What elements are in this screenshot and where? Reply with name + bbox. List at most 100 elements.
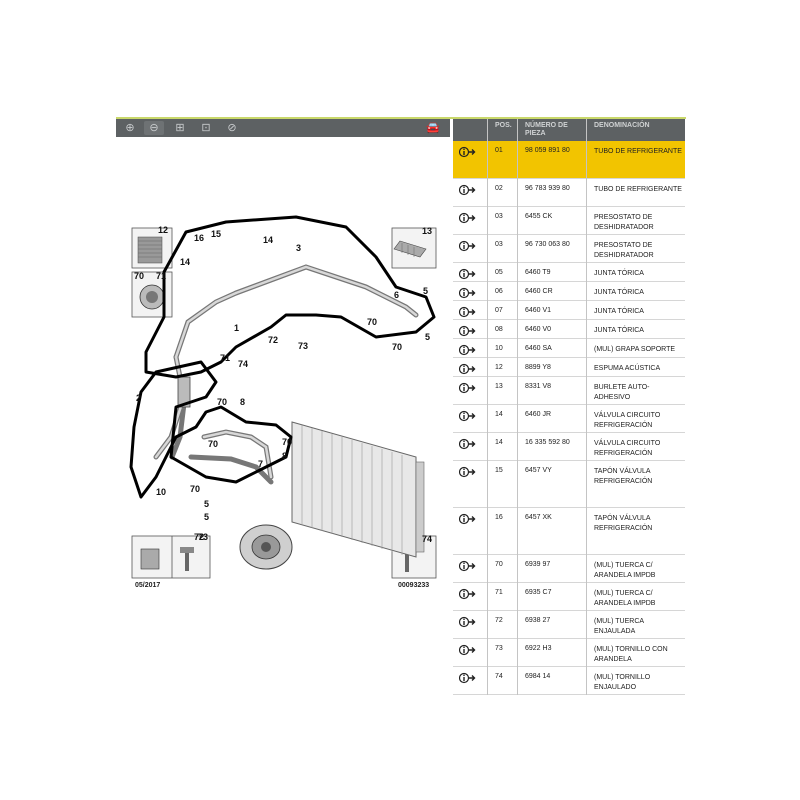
diagram-reference: 00093233 xyxy=(398,582,430,589)
row-part-number: 6922 H3 xyxy=(525,645,552,652)
info-link-icon[interactable] xyxy=(459,616,477,628)
row-pos: 12 xyxy=(495,364,503,371)
info-link-icon[interactable] xyxy=(459,212,477,224)
zoom-reset-icon[interactable]: ⊘ xyxy=(227,122,237,134)
info-link-icon[interactable] xyxy=(459,240,477,252)
svg-text:72: 72 xyxy=(194,532,204,542)
row-pos: 14 xyxy=(495,411,503,418)
row-pos: 07 xyxy=(495,307,503,314)
row-part-number: 96 783 939 80 xyxy=(525,185,570,192)
row-denomination: (MUL) TUERCA C/ ARANDELA IMPDB xyxy=(594,590,656,607)
row-pos: 01 xyxy=(495,147,503,154)
row-pos: 06 xyxy=(495,288,503,295)
row-pos: 16 xyxy=(495,514,503,521)
row-denomination: JUNTA TÓRICA xyxy=(594,270,644,277)
info-link-icon[interactable] xyxy=(459,672,477,684)
svg-text:74: 74 xyxy=(422,534,432,544)
info-link-icon[interactable] xyxy=(459,588,477,600)
info-link-icon[interactable] xyxy=(459,268,477,280)
svg-text:5: 5 xyxy=(425,332,430,342)
svg-text:70: 70 xyxy=(190,484,200,494)
row-part-number: 6460 JR xyxy=(525,411,552,418)
svg-text:8: 8 xyxy=(240,397,245,407)
info-link-icon[interactable] xyxy=(459,184,477,196)
info-link-icon[interactable] xyxy=(459,513,477,525)
zoom-fit-icon[interactable]: ⊞ xyxy=(175,122,185,134)
table-row[interactable]: 02 96 783 939 80 TUBO DE REFRIGERANTE xyxy=(453,179,685,207)
row-denomination: (MUL) GRAPA SOPORTE xyxy=(594,346,676,353)
svg-text:12: 12 xyxy=(158,225,168,235)
info-link-icon[interactable] xyxy=(459,306,477,318)
row-denomination: PRESOSTATO DE DESHIDRATADOR xyxy=(594,242,654,259)
row-part-number: 6460 T9 xyxy=(525,269,551,276)
info-link-icon[interactable] xyxy=(459,560,477,572)
svg-text:14: 14 xyxy=(180,257,190,267)
row-part-number: 6935 C7 xyxy=(525,589,552,596)
svg-text:10: 10 xyxy=(156,487,166,497)
info-link-icon[interactable] xyxy=(459,410,477,422)
row-denomination: VÁLVULA CIRCUITO REFRIGERACIÓN xyxy=(594,440,661,457)
row-pos: 08 xyxy=(495,326,503,333)
info-link-icon[interactable] xyxy=(459,344,477,356)
row-part-number: 6460 SA xyxy=(525,345,552,352)
row-pos: 71 xyxy=(495,589,503,596)
table-row[interactable]: 01 98 059 891 80 TUBO DE REFRIGERANTE xyxy=(453,141,685,179)
vehicle-icon[interactable]: 🚘 xyxy=(426,122,440,134)
row-pos: 70 xyxy=(495,561,503,568)
row-part-number: 6460 V1 xyxy=(525,307,552,314)
info-link-icon[interactable] xyxy=(459,287,477,299)
svg-text:3: 3 xyxy=(296,243,301,253)
compressor-icon xyxy=(239,524,293,570)
row-denomination: TUBO DE REFRIGERANTE xyxy=(594,186,682,193)
zoom-out-icon[interactable]: ⊖ xyxy=(144,121,164,135)
row-pos: 13 xyxy=(495,383,503,390)
svg-text:70: 70 xyxy=(282,437,292,447)
row-denomination: TUBO DE REFRIGERANTE xyxy=(594,148,682,155)
svg-text:73: 73 xyxy=(298,341,308,351)
svg-text:16: 16 xyxy=(194,233,204,243)
row-part-number: 6455 CK xyxy=(525,213,553,220)
info-link-icon[interactable] xyxy=(459,325,477,337)
row-pos: 14 xyxy=(495,439,503,446)
info-link-icon[interactable] xyxy=(459,382,477,394)
row-pos: 02 xyxy=(495,185,503,192)
info-link-icon[interactable] xyxy=(459,438,477,450)
svg-text:6: 6 xyxy=(394,290,399,300)
info-link-icon[interactable] xyxy=(459,363,477,375)
svg-text:13: 13 xyxy=(422,226,432,236)
svg-text:71: 71 xyxy=(156,271,166,281)
svg-text:71: 71 xyxy=(220,353,230,363)
row-part-number: 96 730 063 80 xyxy=(525,241,570,248)
zoom-in-icon[interactable]: ⊕ xyxy=(125,122,135,134)
parts-diagram[interactable]: 12 70 71 16 15 14 14 3 13 6 5 70 70 5 72… xyxy=(116,137,450,597)
highlight-outline-02 xyxy=(129,360,293,499)
row-part-number: 98 059 891 80 xyxy=(525,147,570,154)
info-link-icon[interactable] xyxy=(459,466,477,478)
info-link-icon[interactable] xyxy=(459,644,477,656)
zoom-area-icon[interactable]: ⊡ xyxy=(201,122,211,134)
info-link-icon[interactable] xyxy=(459,146,477,158)
row-pos: 03 xyxy=(495,213,503,220)
table-row[interactable]: 71 6935 C7 (MUL) TUERCA C/ ARANDELA IMPDB xyxy=(453,583,685,611)
svg-text:74: 74 xyxy=(238,359,248,369)
svg-text:73: 73 xyxy=(198,532,208,542)
row-denomination: TAPÓN VÁLVULA REFRIGERACIÓN xyxy=(594,515,653,532)
inset-13-icon xyxy=(391,227,437,269)
